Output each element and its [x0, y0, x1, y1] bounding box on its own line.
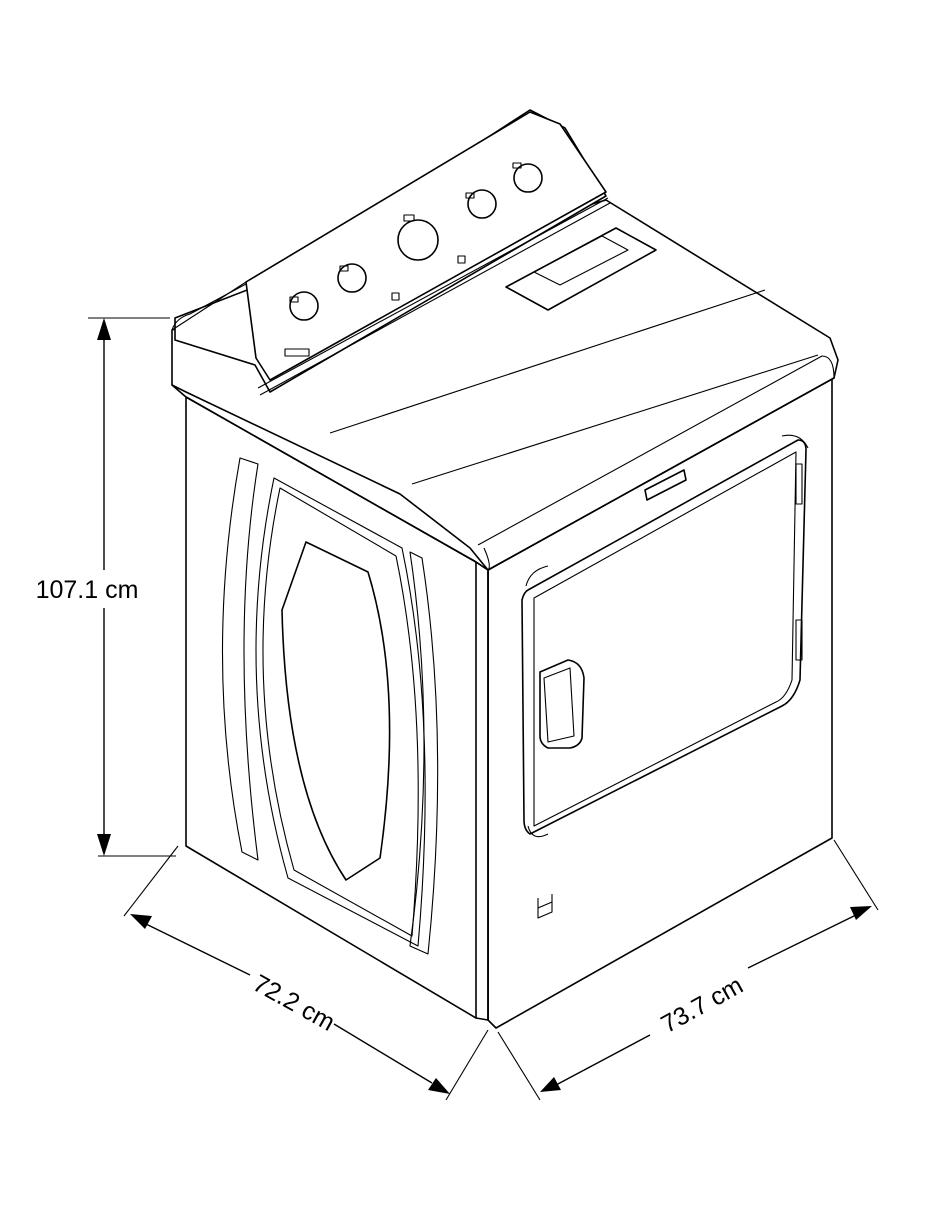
depth-label: 73.7 cm [656, 971, 747, 1039]
control-knob-4 [512, 162, 543, 193]
height-label: 107.1 cm [36, 576, 139, 604]
width-arrow-right [428, 1078, 450, 1094]
indicator-light-2 [457, 255, 466, 264]
width-arrow-left [130, 914, 152, 929]
width-label: 72.2 cm [248, 969, 339, 1037]
side-window-panel [221, 457, 439, 955]
control-knob-2 [337, 263, 367, 293]
control-knob-1 [289, 291, 319, 321]
brand-badge-front [644, 469, 687, 501]
door-handle [539, 659, 585, 749]
depth-arrow-left [540, 1077, 561, 1092]
dryer-icon [171, 109, 839, 1029]
control-knob-main [397, 214, 439, 261]
lint-filter-icon [505, 227, 657, 311]
bottom-vent [537, 894, 553, 919]
height-dimension: 107.1 cm [36, 317, 176, 857]
indicator-light-1 [391, 292, 400, 301]
height-arrow-top [97, 318, 111, 340]
depth-arrow-right [850, 906, 872, 920]
brand-badge-console [284, 348, 310, 357]
dryer-door [521, 434, 809, 838]
height-arrow-bottom [97, 834, 111, 856]
control-knob-3 [465, 189, 497, 219]
